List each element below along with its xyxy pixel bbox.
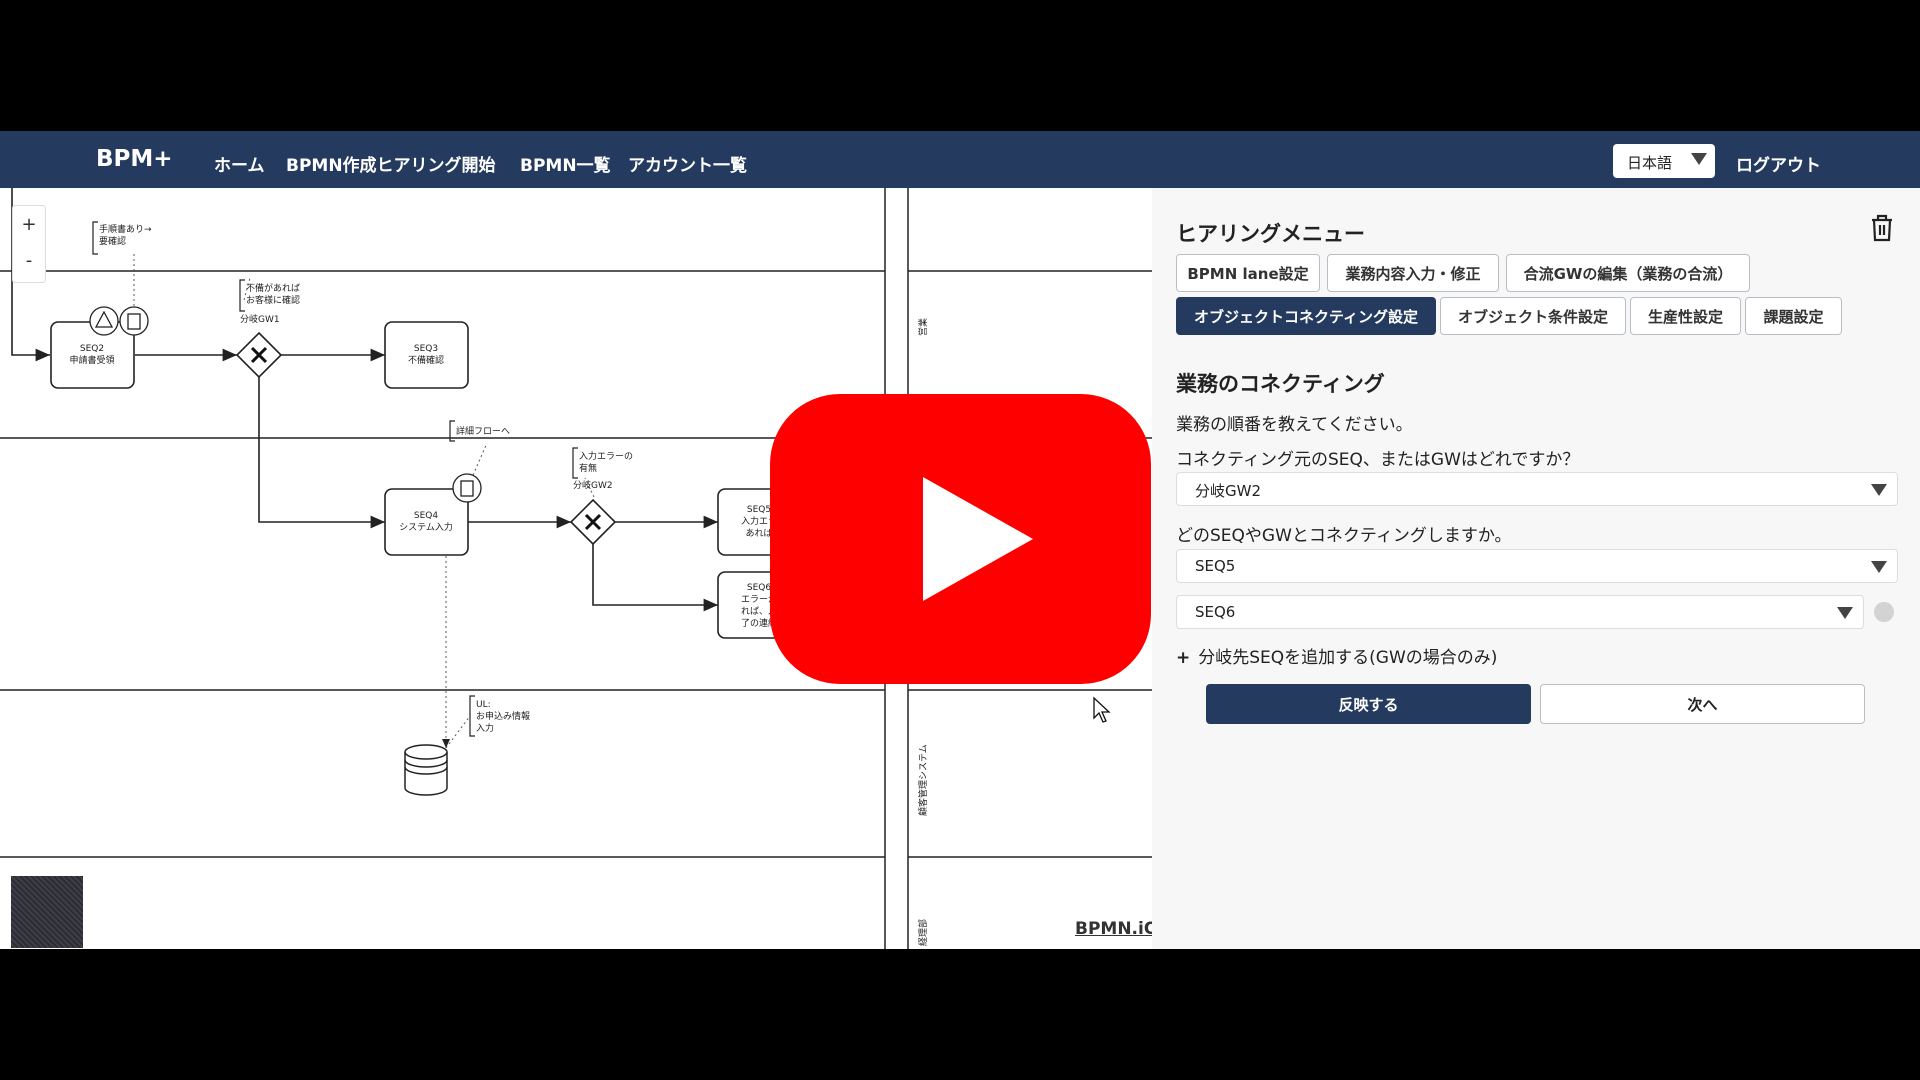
flow-gw2-seq6[interactable] <box>592 544 718 612</box>
task-id: SEQ4 <box>414 511 438 521</box>
instruction-text: 業務の順番を教えてください。 <box>1176 415 1413 435</box>
task-name: システム入力 <box>399 521 453 533</box>
gateway-label: 分岐GW2 <box>573 479 613 491</box>
minimap[interactable] <box>11 876 83 948</box>
task-id: SEQ3 <box>414 344 438 354</box>
apply-button[interactable]: 反映する <box>1206 684 1531 724</box>
nav-account-list[interactable]: アカウント一覧 <box>628 156 747 176</box>
annotation-text: お客様に確認 <box>246 294 300 306</box>
annotation-text: 手順書あり→ <box>99 223 152 235</box>
exclusive-x-icon <box>250 346 268 364</box>
task-name: 不備確認 <box>408 354 444 366</box>
document-event-icon <box>119 306 149 336</box>
target-select-1[interactable]: SEQ5 <box>1176 549 1898 583</box>
zoom-in-button[interactable]: + <box>21 214 37 235</box>
zoom-controls: + - <box>12 205 46 283</box>
next-button[interactable]: 次へ <box>1540 684 1865 724</box>
chevron-down-icon <box>1691 153 1707 165</box>
bpmn-io-logo[interactable]: BPMN.iO <box>1075 919 1152 939</box>
hearing-panel: ヒアリングメニュー BPMN lane設定 業務内容入力・修正 合流GWの編集（… <box>1152 188 1920 949</box>
tab-bpmn-lane[interactable]: BPMN lane設定 <box>1176 254 1320 292</box>
logout-button[interactable]: ログアウト <box>1736 156 1821 176</box>
annotation-bracket <box>572 447 578 479</box>
chevron-down-icon <box>1871 561 1887 573</box>
exclusive-x-icon <box>584 513 602 531</box>
annotation-text: 入力エラーの <box>579 450 633 462</box>
source-select-value: 分岐GW2 <box>1195 482 1261 500</box>
task-name: あれば <box>745 528 772 539</box>
task-name: 入力エラ <box>741 515 777 527</box>
target-select-2[interactable]: SEQ6 <box>1176 595 1864 629</box>
association-line <box>445 715 471 749</box>
annotation-bracket <box>469 695 475 737</box>
task-id: SEQ5 <box>747 505 771 515</box>
nav-home[interactable]: ホーム <box>214 156 265 176</box>
tab-merge-gw[interactable]: 合流GWの編集（業務の合流） <box>1506 254 1750 292</box>
plus-icon: + <box>1176 648 1191 668</box>
annotation-bracket <box>92 221 98 255</box>
annotation-text: 要確認 <box>99 235 126 247</box>
task-id: SEQ2 <box>80 344 104 354</box>
warning-event-icon <box>89 306 119 336</box>
source-question: コネクティング元のSEQ、またはGWはどれですか？ <box>1176 450 1580 470</box>
target-select-value: SEQ6 <box>1195 603 1236 621</box>
task-name: 了の連絡 <box>741 617 777 629</box>
tab-productivity[interactable]: 生産性設定 <box>1630 297 1741 335</box>
nav-bpmn-list[interactable]: BPMN一覧 <box>520 156 611 176</box>
source-select[interactable]: 分岐GW2 <box>1176 472 1898 506</box>
navbar: BPM+ ホーム BPMN作成ヒアリング開始 BPMN一覧 アカウント一覧 日本… <box>0 131 1920 188</box>
lane-label: 営業 <box>917 318 929 336</box>
task-id: SEQ6 <box>747 583 771 593</box>
annotation-text: お申込み情報 <box>476 710 530 722</box>
task-name: 申請書受領 <box>69 354 114 366</box>
add-branch-label: 分岐先SEQを追加する(GWの場合のみ) <box>1198 648 1498 668</box>
task-name: エラーが <box>741 593 777 605</box>
add-branch-seq-link[interactable]: + 分岐先SEQを追加する(GWの場合のみ) <box>1176 643 1497 668</box>
play-button-icon[interactable] <box>770 394 1151 684</box>
association-line <box>243 277 251 301</box>
brand-logo[interactable]: BPM+ <box>96 146 173 172</box>
language-select[interactable]: 日本語 <box>1613 144 1715 178</box>
annotation-text: UL: <box>476 700 491 710</box>
datastore-icon[interactable] <box>404 744 448 796</box>
tab-object-connecting[interactable]: オブジェクトコネクティング設定 <box>1176 297 1436 335</box>
gateway-label: 分岐GW1 <box>240 313 280 325</box>
task-name: れば、入 <box>741 606 777 617</box>
language-value: 日本語 <box>1627 154 1673 172</box>
flow-gw1-seq4[interactable] <box>258 377 385 529</box>
annotation-bracket <box>449 420 455 442</box>
chevron-down-icon <box>1871 484 1887 496</box>
lane-label: 顧客管理システム <box>917 744 929 816</box>
panel-title: ヒアリングメニュー <box>1176 222 1365 246</box>
section-title: 業務のコネクティング <box>1176 372 1385 396</box>
remove-target-button[interactable] <box>1874 602 1894 622</box>
lane-label: 経理部 <box>917 919 929 946</box>
document-event-icon <box>452 473 482 503</box>
task-seq2[interactable] <box>50 321 135 389</box>
task-seq3[interactable] <box>384 321 469 389</box>
annotation-text: 入力 <box>476 722 494 734</box>
annotation-text: 詳細フローへ <box>456 425 510 437</box>
association-line <box>466 442 488 490</box>
target-question: どのSEQやGWとコネクティングしますか。 <box>1176 526 1512 546</box>
nav-start-hearing[interactable]: BPMN作成ヒアリング開始 <box>286 156 496 176</box>
trash-icon[interactable] <box>1870 214 1894 242</box>
zoom-out-button[interactable]: - <box>25 250 33 271</box>
tab-task-content[interactable]: 業務内容入力・修正 <box>1327 254 1499 292</box>
annotation-text: 有無 <box>579 462 597 474</box>
mouse-cursor-icon <box>1093 696 1111 723</box>
tab-object-condition[interactable]: オブジェクト条件設定 <box>1440 297 1626 335</box>
association-line <box>584 477 595 498</box>
task-seq4[interactable] <box>384 488 469 556</box>
tab-issues[interactable]: 課題設定 <box>1745 297 1842 335</box>
chevron-down-icon <box>1837 607 1853 619</box>
annotation-bracket <box>239 279 245 312</box>
annotation-text: 不備があれば <box>246 282 300 294</box>
target-select-value: SEQ5 <box>1195 557 1236 575</box>
